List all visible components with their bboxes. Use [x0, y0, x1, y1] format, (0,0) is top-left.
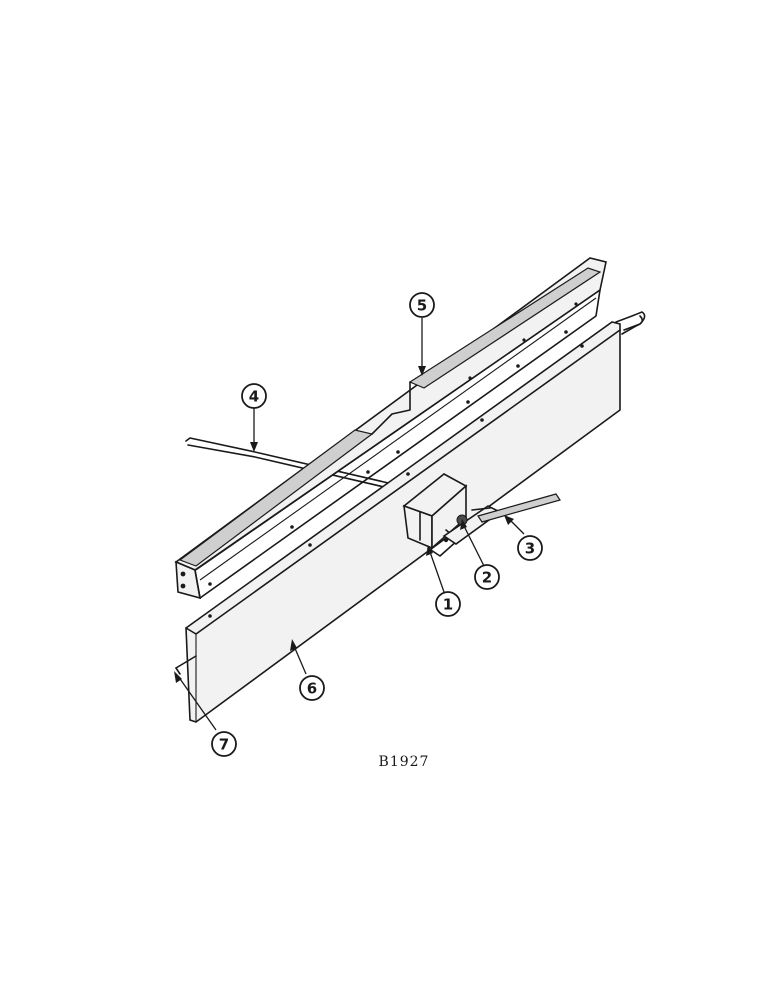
figure-id: B1927 — [379, 754, 430, 770]
callout-4: 4 — [241, 383, 267, 409]
lower-panel-part-6 — [185, 311, 646, 723]
callout-3: 3 — [517, 535, 543, 561]
callout-7: 7 — [211, 731, 237, 757]
callout-4-label: 4 — [249, 388, 259, 406]
upper-channel-rail — [174, 257, 607, 600]
callout-1-label: 1 — [443, 596, 453, 614]
callout-1: 1 — [435, 591, 461, 617]
callout-5: 5 — [409, 292, 435, 318]
callout-6-label: 6 — [307, 680, 317, 698]
callout-2: 2 — [474, 564, 500, 590]
callout-3-label: 3 — [525, 540, 535, 558]
leader-lines — [174, 318, 525, 731]
callout-6: 6 — [299, 675, 325, 701]
callout-5-label: 5 — [417, 297, 427, 315]
callout-2-label: 2 — [482, 569, 492, 587]
callout-7-label: 7 — [219, 736, 229, 754]
bracket-part-1 — [402, 473, 468, 557]
left-strip-part-7 — [175, 655, 197, 675]
lever-assembly — [442, 493, 561, 545]
